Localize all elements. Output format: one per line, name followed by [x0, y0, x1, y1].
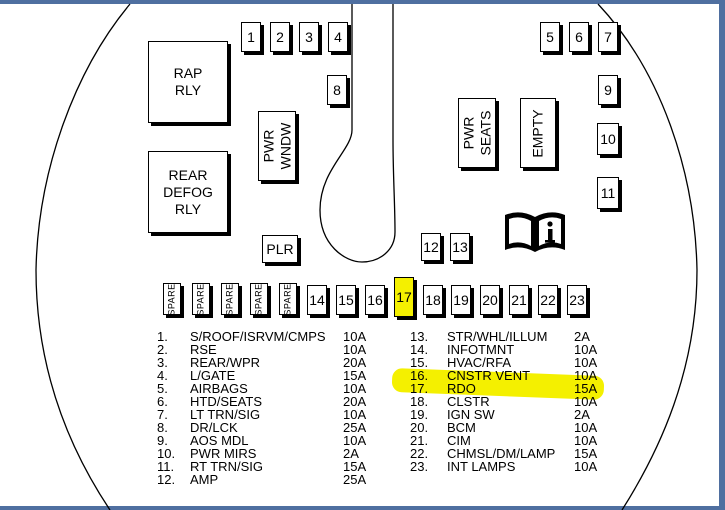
plr-relay: PLR: [262, 235, 298, 263]
fuse-10: 10: [597, 123, 619, 155]
rear-defog-relay: REAR DEFOG RLY: [148, 151, 228, 233]
fuse-19: 19: [451, 285, 471, 315]
spare-fuse-3: SPARE: [221, 283, 239, 315]
spare-fuse-2: SPARE: [192, 283, 210, 315]
owner-manual-info-icon: [505, 212, 565, 252]
empty-relay: EMPTY: [520, 98, 556, 168]
fuse-20: 20: [480, 285, 500, 315]
fuse-2: 2: [270, 22, 290, 52]
frame-bottom-border: [0, 506, 725, 510]
fuse-5: 5: [540, 22, 560, 52]
fuse-7: 7: [598, 22, 618, 52]
fuse-11: 11: [597, 177, 619, 209]
spare-fuse-4: SPARE: [250, 283, 268, 315]
fuse-22: 22: [538, 285, 558, 315]
fuse-9: 9: [598, 75, 618, 105]
fuse-12: 12: [421, 233, 441, 261]
fuse-17: 17: [394, 277, 414, 317]
fuse-14: 14: [307, 285, 327, 315]
fuse-1: 1: [241, 22, 261, 52]
pwr-seats-relay: PWR SEATS: [458, 98, 496, 168]
fuse-21: 21: [509, 285, 529, 315]
spare-fuse-5: SPARE: [279, 283, 297, 315]
spare-fuse-1: SPARE: [163, 283, 181, 315]
frame-right-border: [719, 0, 725, 510]
fuse-13: 13: [450, 233, 470, 261]
fuse-3: 3: [299, 22, 319, 52]
fuse-15: 15: [336, 285, 356, 315]
fuse-16: 16: [365, 285, 385, 315]
frame-top-border: [0, 0, 725, 4]
pwr-wndw-relay: PWR WNDW: [258, 111, 296, 181]
fuse-4: 4: [328, 22, 348, 52]
fuse-6: 6: [569, 22, 589, 52]
fuse-18: 18: [423, 285, 443, 315]
fuse-23: 23: [567, 285, 587, 315]
rap-relay: RAP RLY: [148, 41, 228, 123]
fuse-8: 8: [327, 75, 347, 105]
